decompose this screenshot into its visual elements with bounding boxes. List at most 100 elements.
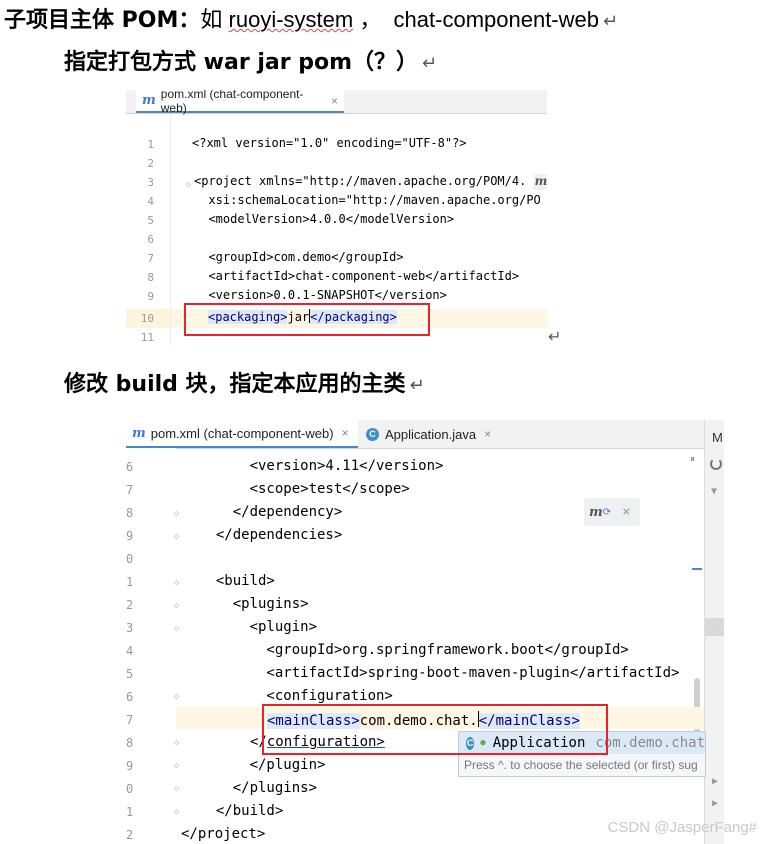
right-tool-panel: M ▼ ▶ ▶ [704, 420, 724, 844]
editor-tab-bar: m pom.xml (chat-component-web) × C Appli… [126, 420, 724, 449]
refresh-icon: ⟳ [602, 506, 612, 518]
text-caret [477, 711, 479, 727]
text-caret [309, 309, 311, 323]
red-highlight-mainclass [262, 704, 608, 755]
fold-icon[interactable]: ◇ [173, 784, 180, 794]
right-tab-maven[interactable]: M [712, 430, 723, 445]
completion-item[interactable]: C ● Application com.demo.chat [459, 732, 705, 754]
line-number: 7 [126, 713, 134, 727]
configuration-close-tag: configuration> [266, 734, 385, 750]
maven-icon: m [589, 504, 603, 520]
line-number: 7 [126, 483, 134, 497]
completion-hint: Press ^. to choose the selected (or firs… [464, 758, 698, 772]
heading-prefix: 如 [200, 7, 229, 32]
code-line: </dependencies> [199, 527, 343, 543]
line-number: 4 [126, 644, 134, 658]
class-icon: C [466, 736, 475, 750]
close-icon[interactable]: × [341, 426, 349, 440]
maven-badge-icon[interactable]: m [534, 174, 547, 190]
heading-text: 指定打包方式 war jar pom（？） [64, 50, 419, 75]
tab-pom-xml[interactable]: m pom.xml (chat-component-web) × [136, 90, 344, 115]
code-line: <plugin> [199, 619, 318, 635]
tab-label: pom.xml (chat-component-web) [150, 425, 334, 441]
code-line-1: <?xml version="1.0" encoding="UTF-8"?> [192, 136, 467, 150]
code-line-7: <groupId>com.demo</groupId> [194, 250, 404, 264]
completion-package: com.demo.chat [595, 735, 705, 751]
play-arrow-icon[interactable]: ▶ [712, 776, 719, 787]
maven-icon: m [132, 425, 146, 441]
expand-arrow-icon[interactable]: ▼ [711, 486, 718, 497]
tab-label: pom.xml (chat-component-web) [160, 90, 304, 115]
code-line-5: <modelVersion>4.0.0</modelVersion> [194, 212, 455, 226]
line-number: 0 [126, 782, 134, 796]
line-number: 9 [147, 290, 154, 303]
packaging-close-tag: </packaging> [310, 310, 397, 324]
mainclass-value: com.demo.chat. [359, 713, 478, 729]
project-name-chat: chat-component-web [393, 7, 599, 32]
line-number-gutter: 6 7 8 9 0 1 2 3 4 5 6 7 8 9 0 1 2 [126, 448, 176, 844]
fold-icon[interactable]: ◇ [173, 578, 180, 588]
line-number: 3 [147, 176, 154, 189]
fold-icon[interactable]: ◇ [173, 692, 180, 702]
heading-separator: ， [353, 7, 394, 32]
line-number: 11 [140, 331, 154, 344]
heading-bold-text: 子项目主体 POM： [4, 8, 201, 33]
fold-icon[interactable]: ◇ [173, 738, 180, 748]
maven-reload-hint[interactable]: m ⟳ × [584, 498, 640, 526]
line-number: 9 [126, 529, 134, 543]
line-number: 5 [147, 214, 154, 227]
scroll-marker [692, 568, 702, 570]
close-icon[interactable]: × [622, 504, 631, 520]
reload-icon[interactable] [710, 458, 722, 470]
project-name-ruoyi: ruoyi-system [228, 7, 354, 32]
line-number: 8 [126, 506, 134, 520]
code-line: </build> [199, 803, 284, 819]
code-line-9: <version>0.0.1-SNAPSHOT</version> [194, 288, 447, 302]
editor-tab-bar: m pom.xml (chat-component-web) × [126, 90, 547, 115]
play-arrow-icon[interactable]: ▶ [712, 798, 719, 809]
fold-icon[interactable]: ◇ [173, 624, 180, 634]
line-number: 5 [126, 667, 134, 681]
packaging-open-tag: <packaging> [208, 310, 288, 324]
fold-icon[interactable]: ◇ [173, 761, 180, 771]
code-line: </plugin> [199, 757, 326, 773]
maven-icon: m [142, 93, 156, 108]
code-line: <groupId>org.springframework.boot</group… [199, 642, 629, 658]
code-line-4: xsi:schemaLocation="http://maven.apache.… [194, 193, 541, 207]
watermark: CSDN @JasperFang# [607, 819, 757, 836]
panel-selection [705, 618, 724, 636]
pause-icon[interactable]: ⏸ [690, 454, 695, 465]
code-line: </plugins> [199, 780, 318, 796]
code-line: <artifactId>spring-boot-maven-plugin</ar… [199, 665, 680, 681]
tab-pom-xml[interactable]: m pom.xml (chat-component-web) × [126, 420, 358, 448]
return-mark: ↵ [422, 53, 438, 74]
return-mark: ↵ [548, 327, 562, 346]
line-number: 8 [126, 736, 134, 750]
close-icon[interactable]: × [484, 427, 492, 441]
return-mark: ↵ [409, 375, 425, 396]
fold-icon[interactable]: ◇ [185, 180, 192, 190]
line-number: 8 [147, 271, 154, 284]
line-number: 3 [126, 621, 134, 635]
close-icon[interactable]: × [330, 93, 338, 108]
line-number: 1 [147, 138, 154, 151]
line-number-gutter: 1 2 3 4 5 6 7 8 9 10 11 [126, 114, 171, 346]
tab-application-java[interactable]: C Application.java × [360, 420, 502, 448]
line-number: 9 [126, 759, 134, 773]
line-number: 4 [147, 195, 154, 208]
mainclass-close-tag: </mainClass> [478, 713, 580, 729]
fold-icon[interactable]: ◇ [173, 532, 180, 542]
red-highlight-packaging [184, 303, 430, 336]
code-line-8: <artifactId>chat-component-web</artifact… [194, 269, 520, 283]
line-number: 0 [126, 552, 134, 566]
line-number: 1 [126, 575, 134, 589]
fold-icon[interactable]: ◇ [173, 509, 180, 519]
code-line-3: <project xmlns="http://maven.apache.org/… [194, 174, 527, 188]
line-number: 6 [147, 233, 154, 246]
fold-icon[interactable]: ◇ [173, 601, 180, 611]
fold-icon[interactable]: ◇ [173, 807, 180, 817]
pom-editor-packaging: m pom.xml (chat-component-web) × 1 2 3 4… [126, 90, 547, 346]
line-number: 6 [126, 690, 134, 704]
pom-editor-build: m pom.xml (chat-component-web) × C Appli… [126, 420, 724, 844]
line-number: 2 [147, 157, 154, 170]
